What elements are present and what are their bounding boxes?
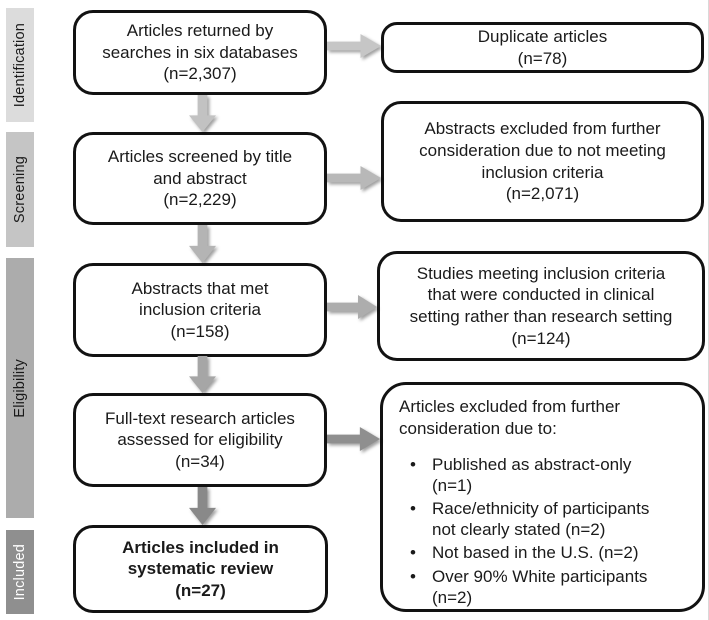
stage-bar-included: Included bbox=[6, 530, 34, 614]
stage-label-screening: Screening bbox=[12, 155, 28, 224]
arrow-down-icon-3 bbox=[189, 356, 216, 393]
arrow-right-icon-3 bbox=[327, 294, 377, 320]
box-articles-screened-text: Articles screened by title and abstract … bbox=[107, 147, 293, 210]
box-articles-returned: Articles returned by searches in six dat… bbox=[73, 10, 327, 95]
stage-bar-identification: Identification bbox=[6, 8, 34, 122]
list-item: Race/ethnicity of participants not clear… bbox=[399, 498, 649, 540]
box-clinical-setting-excluded: Studies meeting inclusion criteria that … bbox=[377, 251, 705, 361]
box-fulltext-excluded-reasons: Articles excluded from further considera… bbox=[380, 382, 705, 612]
arrow-right-icon-1 bbox=[327, 33, 381, 59]
box-clinical-setting-excluded-text: Studies meeting inclusion criteria that … bbox=[409, 263, 673, 348]
list-item: Not based in the U.S. (n=2) bbox=[399, 542, 649, 563]
box-articles-included-text: Articles included in systematic review (… bbox=[122, 537, 279, 600]
exclusion-reason-list: Published as abstract-only (n=1) Race/et… bbox=[399, 452, 649, 608]
stage-bar-eligibility: Eligibility bbox=[6, 258, 34, 518]
box-abstracts-excluded: Abstracts excluded from further consider… bbox=[381, 101, 704, 222]
list-item: Over 90% White participants (n=2) bbox=[399, 566, 649, 608]
arrow-down-icon-1 bbox=[189, 95, 216, 132]
box-duplicate-articles: Duplicate articles (n=78) bbox=[381, 22, 704, 73]
box-abstracts-met-criteria: Abstracts that met inclusion criteria (n… bbox=[73, 263, 327, 357]
stage-label-identification: Identification bbox=[12, 22, 28, 108]
arrow-down-icon-4 bbox=[189, 487, 216, 525]
stage-label-included: Included bbox=[12, 543, 28, 601]
exclusion-reason-4: Over 90% White participants (n=2) bbox=[432, 566, 648, 607]
list-item: Published as abstract-only (n=1) bbox=[399, 454, 649, 496]
box-abstracts-excluded-text: Abstracts excluded from further consider… bbox=[419, 119, 666, 204]
box-fulltext-assessed: Full-text research articles assessed for… bbox=[73, 393, 327, 487]
box-abstracts-met-criteria-text: Abstracts that met inclusion criteria (n… bbox=[131, 278, 269, 341]
arrow-right-icon-4 bbox=[327, 426, 380, 452]
arrow-right-icon-2 bbox=[327, 165, 381, 191]
stage-label-eligibility: Eligibility bbox=[12, 358, 28, 418]
box-fulltext-excluded-heading: Articles excluded from further considera… bbox=[399, 397, 621, 438]
box-articles-returned-text: Articles returned by searches in six dat… bbox=[102, 21, 298, 84]
box-articles-included: Articles included in systematic review (… bbox=[73, 525, 328, 613]
exclusion-reason-1: Published as abstract-only (n=1) bbox=[432, 455, 632, 496]
arrow-down-icon-2 bbox=[189, 225, 216, 263]
exclusion-reason-3: Not based in the U.S. (n=2) bbox=[432, 543, 639, 563]
box-articles-screened: Articles screened by title and abstract … bbox=[73, 132, 327, 225]
box-fulltext-assessed-text: Full-text research articles assessed for… bbox=[105, 408, 295, 471]
stage-bar-screening: Screening bbox=[6, 132, 34, 247]
exclusion-reason-2: Race/ethnicity of participants not clear… bbox=[432, 499, 650, 540]
box-duplicate-articles-text: Duplicate articles (n=78) bbox=[477, 26, 608, 68]
